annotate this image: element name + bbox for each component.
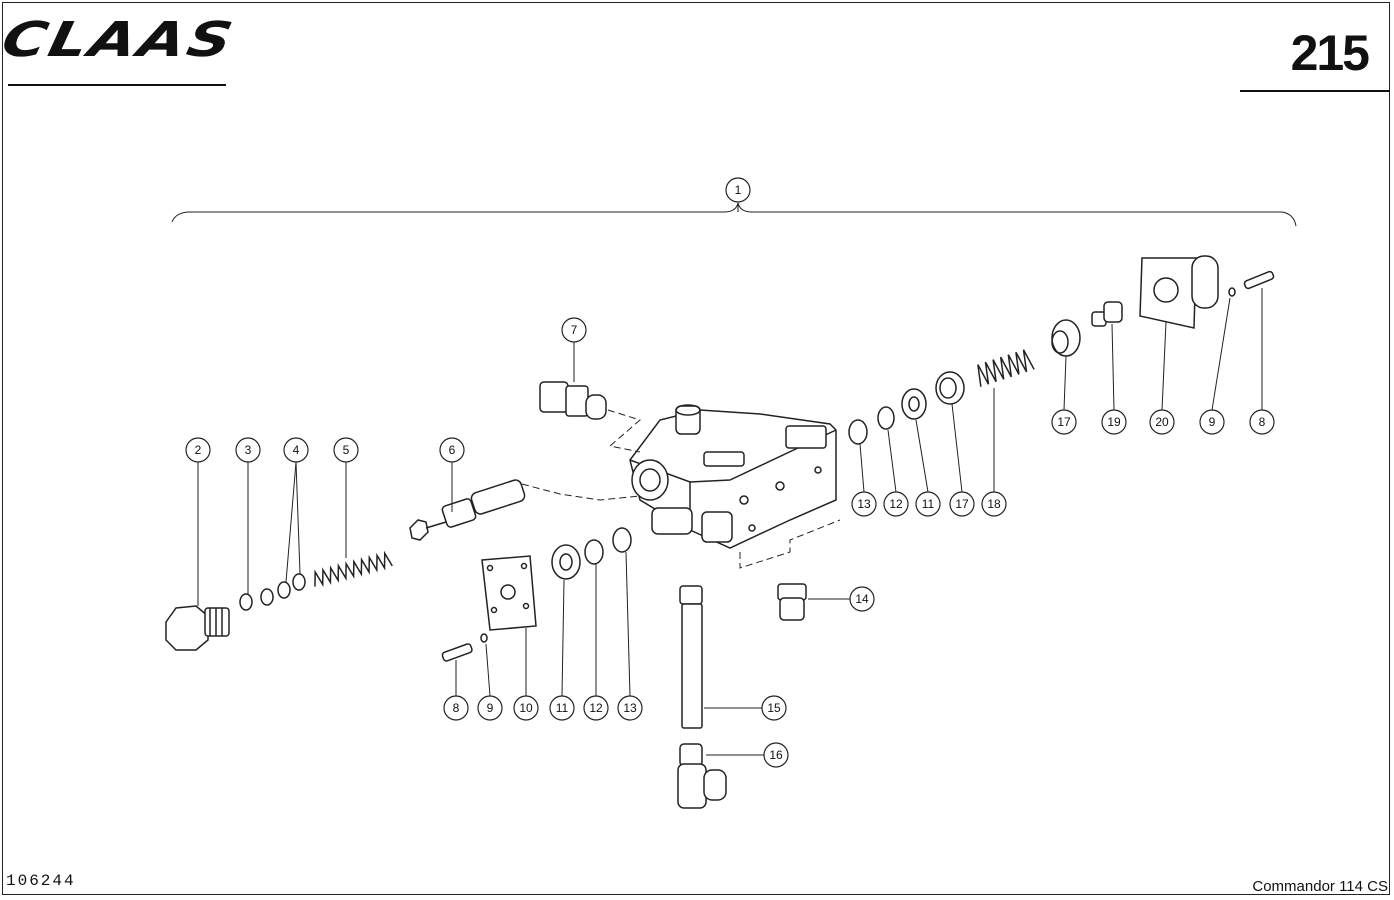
spring-part-18 bbox=[977, 349, 1035, 387]
page-number: 215 bbox=[1290, 25, 1370, 81]
callout: 9 bbox=[477, 695, 503, 721]
callout: 13 bbox=[851, 491, 877, 517]
fitting-part-14 bbox=[777, 583, 807, 621]
callout-label: 11 bbox=[922, 497, 935, 511]
plug-part-2 bbox=[165, 605, 230, 651]
callout: 1 bbox=[725, 177, 751, 203]
callout-label: 10 bbox=[519, 701, 533, 715]
callout: 19 bbox=[1101, 409, 1127, 435]
callout-label: 5 bbox=[343, 443, 350, 457]
callout-label: 16 bbox=[769, 748, 783, 762]
page-number-rule bbox=[1240, 90, 1390, 92]
brand-rule bbox=[8, 84, 226, 86]
valve-spool-part-6 bbox=[409, 479, 526, 541]
callout: 8 bbox=[1249, 409, 1275, 435]
callout: 11 bbox=[915, 491, 941, 517]
callout-label: 8 bbox=[1259, 415, 1266, 429]
cup-part-17 bbox=[1051, 319, 1081, 357]
callout-label: 12 bbox=[889, 497, 903, 511]
callout: 12 bbox=[583, 695, 609, 721]
pin-part-19 bbox=[1091, 301, 1123, 327]
callout: 17 bbox=[949, 491, 975, 517]
flange-part-20 bbox=[1139, 255, 1219, 329]
assembly-line bbox=[521, 483, 641, 501]
document-number: 106244 bbox=[6, 872, 76, 890]
leader-lines bbox=[197, 203, 1263, 756]
callout-label: 9 bbox=[1209, 415, 1216, 429]
callout-label: 19 bbox=[1107, 415, 1121, 429]
callout-label: 6 bbox=[449, 443, 456, 457]
callout: 7 bbox=[561, 317, 587, 343]
fitting-part-7 bbox=[539, 381, 607, 420]
callout: 2 bbox=[185, 437, 211, 463]
callout: 15 bbox=[761, 695, 787, 721]
assembly-line bbox=[607, 409, 642, 453]
callout: 11 bbox=[549, 695, 575, 721]
seal-parts-11-12-13-left bbox=[551, 527, 632, 580]
callout-label: 15 bbox=[767, 701, 781, 715]
assembly-line bbox=[739, 519, 841, 569]
callout-label: 1 bbox=[735, 183, 742, 197]
callout-label: 13 bbox=[857, 497, 871, 511]
callout-label: 8 bbox=[453, 701, 460, 715]
elbow-part-16 bbox=[677, 743, 727, 809]
callout: 10 bbox=[513, 695, 539, 721]
callout: 5 bbox=[333, 437, 359, 463]
callout: 16 bbox=[763, 742, 789, 768]
seal-parts-right bbox=[848, 371, 965, 445]
callout: 8 bbox=[443, 695, 469, 721]
callout-label: 18 bbox=[987, 497, 1001, 511]
callout-label: 17 bbox=[955, 497, 969, 511]
valve-body bbox=[629, 404, 837, 549]
ring-parts-3-4 bbox=[239, 573, 306, 611]
callout: 6 bbox=[439, 437, 465, 463]
callout-label: 4 bbox=[293, 443, 300, 457]
callout-label: 13 bbox=[623, 701, 637, 715]
callout: 13 bbox=[617, 695, 643, 721]
callout-label: 7 bbox=[571, 323, 578, 337]
callout-label: 20 bbox=[1155, 415, 1169, 429]
callout: 3 bbox=[235, 437, 261, 463]
callout: 18 bbox=[981, 491, 1007, 517]
callout-label: 14 bbox=[855, 592, 869, 606]
tube-part-15 bbox=[679, 585, 703, 729]
callout: 12 bbox=[883, 491, 909, 517]
screw-washer-parts-8-9-left bbox=[441, 633, 488, 662]
callout: 17 bbox=[1051, 409, 1077, 435]
callout: 9 bbox=[1199, 409, 1225, 435]
callout: 4 bbox=[283, 437, 309, 463]
callout-label: 9 bbox=[487, 701, 494, 715]
callout-label: 17 bbox=[1057, 415, 1071, 429]
screw-washer-parts-8-9-right bbox=[1228, 270, 1275, 297]
callout-label: 12 bbox=[589, 701, 603, 715]
spring-part-5 bbox=[314, 550, 393, 588]
assembly-brace bbox=[171, 202, 1297, 227]
model-name: Commandor 114 CS bbox=[1252, 878, 1388, 895]
callout: 20 bbox=[1149, 409, 1175, 435]
cover-plate-part-10 bbox=[481, 555, 537, 631]
callout-label: 2 bbox=[195, 443, 202, 457]
callout: 14 bbox=[849, 586, 875, 612]
callout-label: 11 bbox=[556, 701, 569, 715]
callout-label: 3 bbox=[245, 443, 252, 457]
